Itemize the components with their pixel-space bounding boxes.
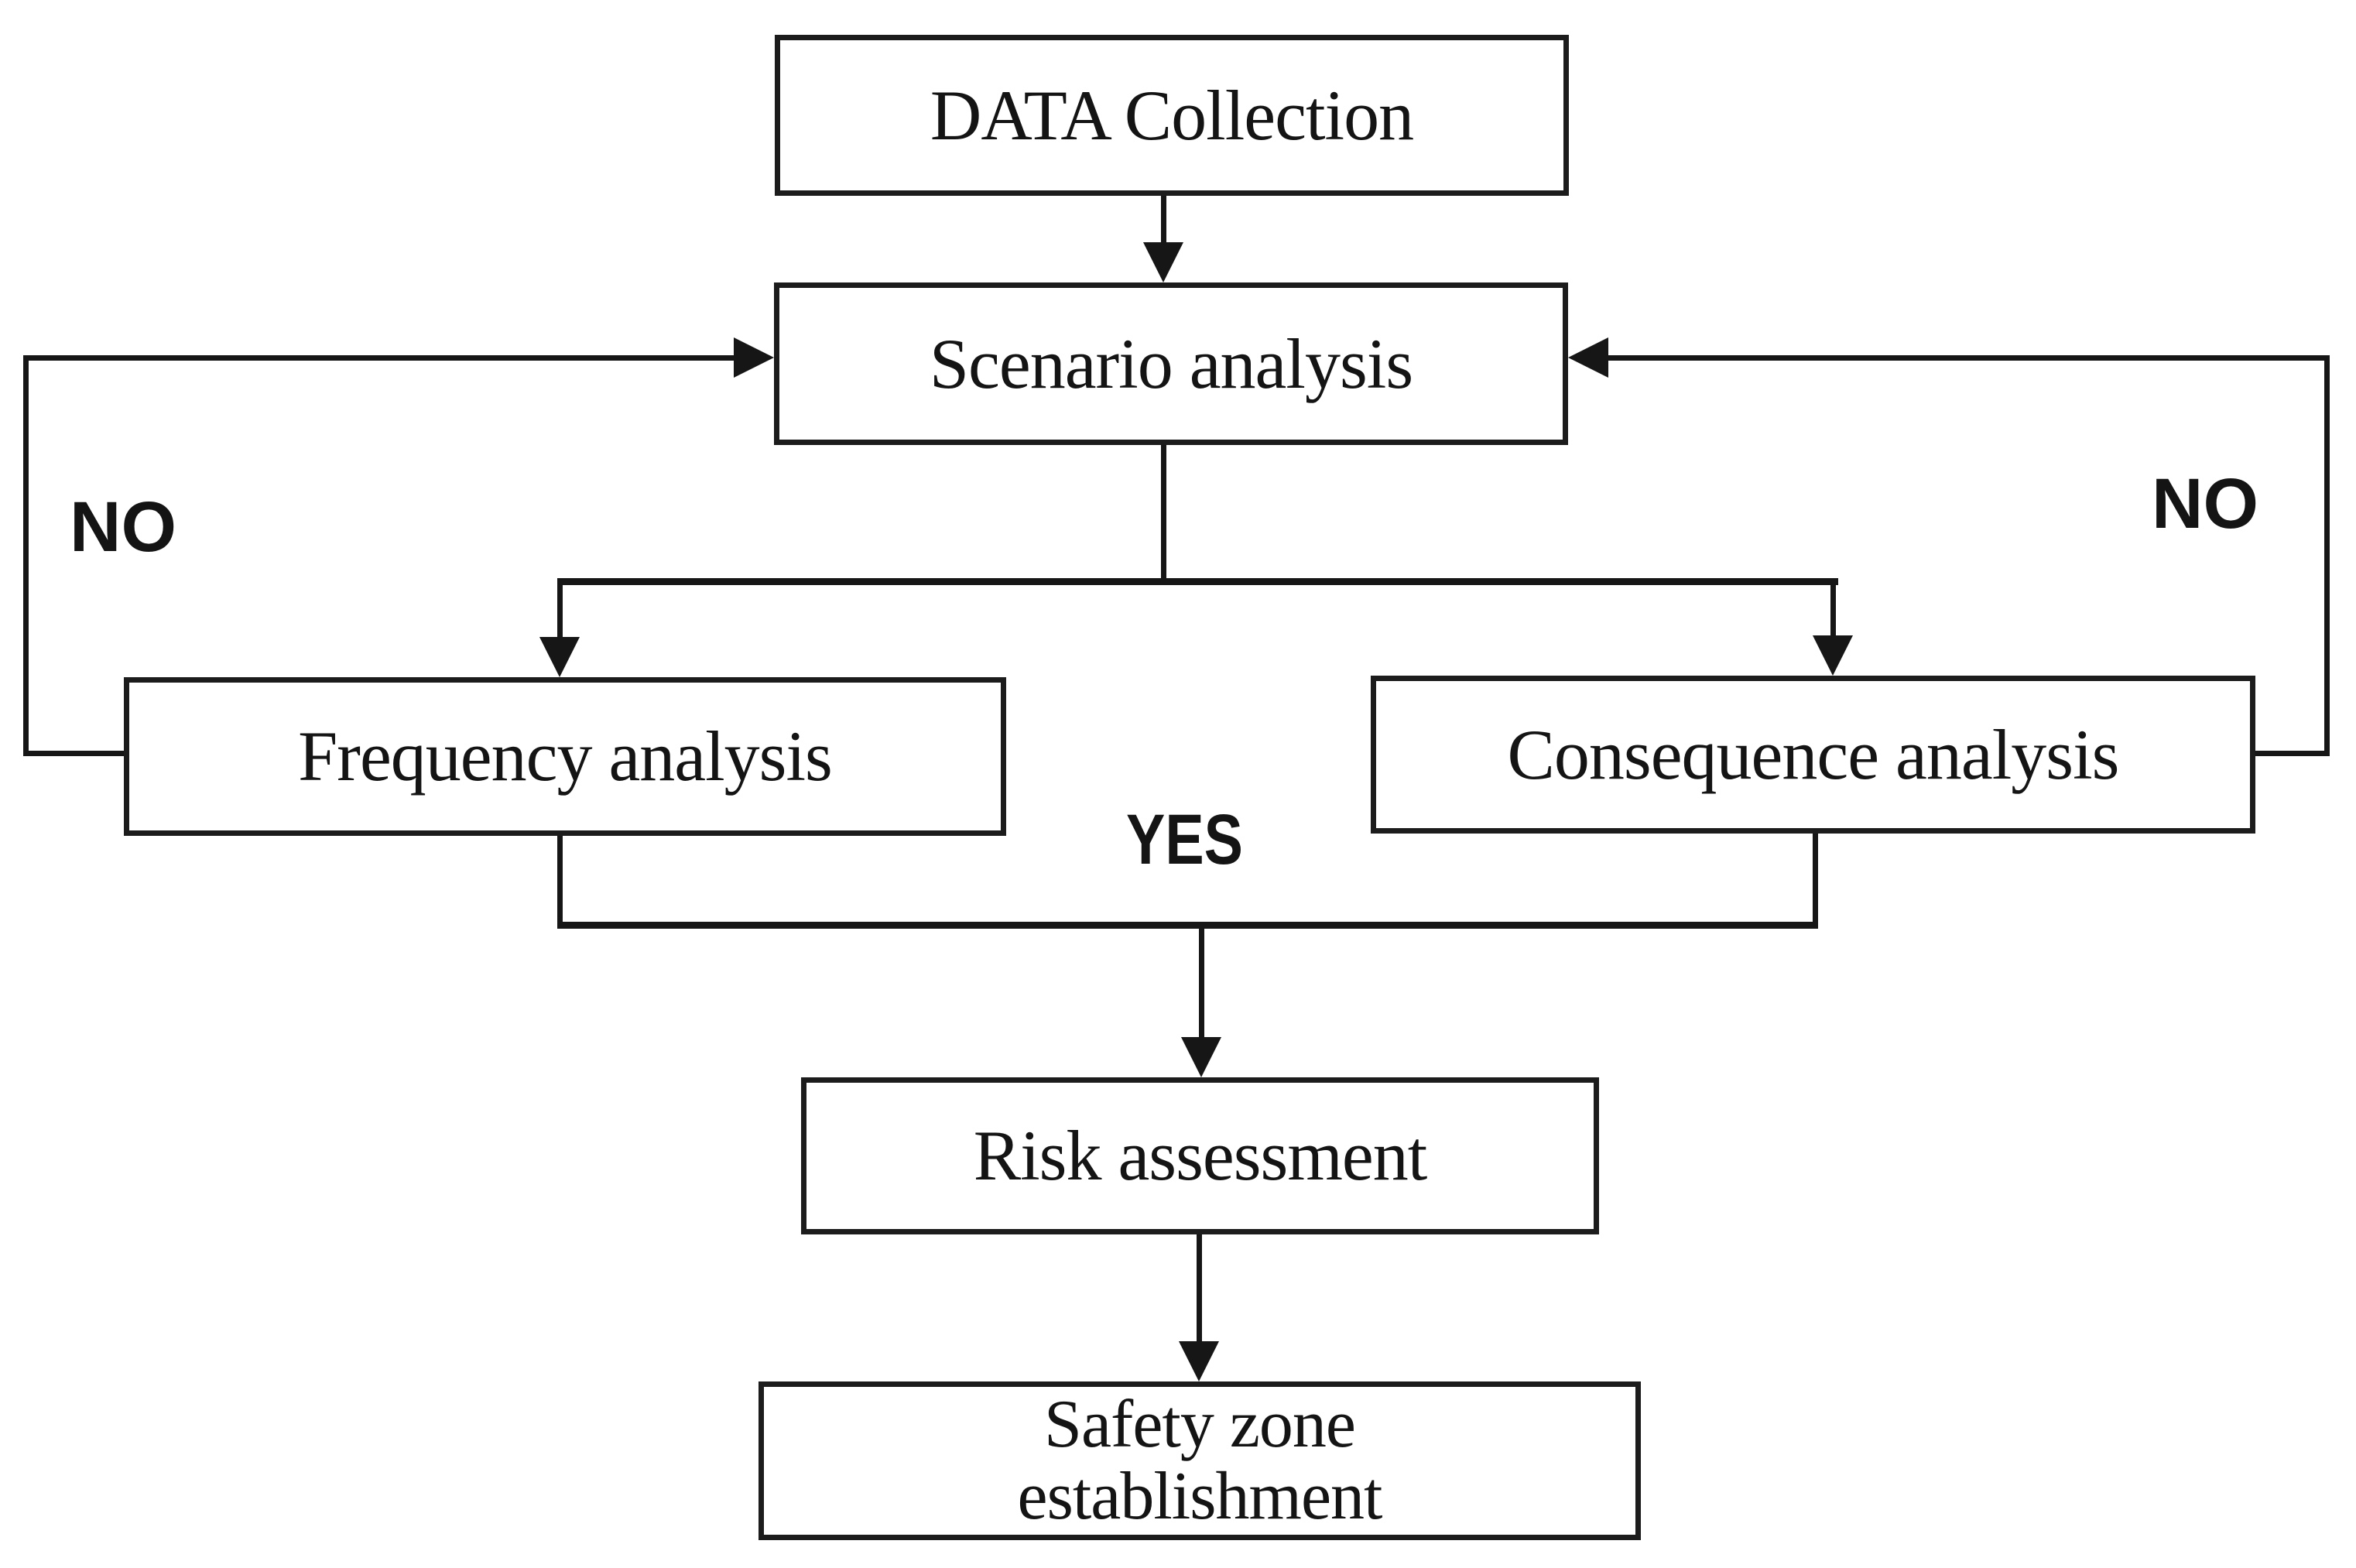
- node-data-collection-label: DATA Collection: [930, 75, 1414, 155]
- node-scenario-analysis-label: Scenario analysis: [929, 324, 1413, 403]
- edge-no-left-bottom: [23, 751, 129, 756]
- node-scenario-analysis: Scenario analysis: [774, 282, 1568, 445]
- edge-risk-to-safety: [1197, 1233, 1202, 1341]
- arrowhead-down-icon: [539, 637, 580, 677]
- node-risk-assessment-label: Risk assessment: [973, 1116, 1428, 1196]
- edge-no-right-vertical: [2324, 355, 2330, 756]
- branch-label-no-left: NO: [70, 488, 176, 567]
- node-consequence-analysis: Consequence analysis: [1371, 676, 2255, 834]
- branch-label-yes: YES: [1126, 800, 1243, 879]
- branch-label-no-right: NO: [2152, 464, 2258, 543]
- node-frequency-analysis: Frequency analysis: [124, 677, 1006, 836]
- edge-data-to-scenario: [1161, 195, 1166, 253]
- edge-no-left-vertical: [23, 355, 29, 756]
- edge-split-right-drop: [1830, 578, 1836, 640]
- edge-frequency-to-merge: [557, 834, 563, 927]
- arrowhead-right-icon: [734, 337, 774, 378]
- node-data-collection: DATA Collection: [775, 35, 1569, 196]
- node-frequency-analysis-label: Frequency analysis: [298, 717, 833, 796]
- edge-consequence-to-merge: [1813, 832, 1818, 927]
- edge-merge-to-risk: [1199, 926, 1204, 1039]
- arrowhead-left-icon: [1568, 337, 1608, 378]
- arrowhead-down-icon: [1181, 1037, 1221, 1077]
- arrowhead-down-icon: [1179, 1341, 1219, 1381]
- arrowhead-down-icon: [1813, 635, 1853, 676]
- node-risk-assessment: Risk assessment: [801, 1077, 1599, 1234]
- node-safety-zone: Safety zone establishment: [759, 1381, 1641, 1540]
- edge-no-left-top: [23, 355, 734, 361]
- node-safety-zone-label: Safety zone establishment: [1017, 1387, 1383, 1534]
- edge-merge-bar: [557, 922, 1818, 929]
- edge-scenario-to-split: [1161, 443, 1166, 583]
- edge-split-left-drop: [557, 578, 563, 640]
- edge-split-bar: [557, 578, 1838, 585]
- node-consequence-analysis-label: Consequence analysis: [1507, 714, 2120, 794]
- edge-no-right-bottom: [2250, 751, 2330, 756]
- edge-no-right-top: [1608, 355, 2330, 361]
- arrowhead-down-icon: [1143, 242, 1183, 282]
